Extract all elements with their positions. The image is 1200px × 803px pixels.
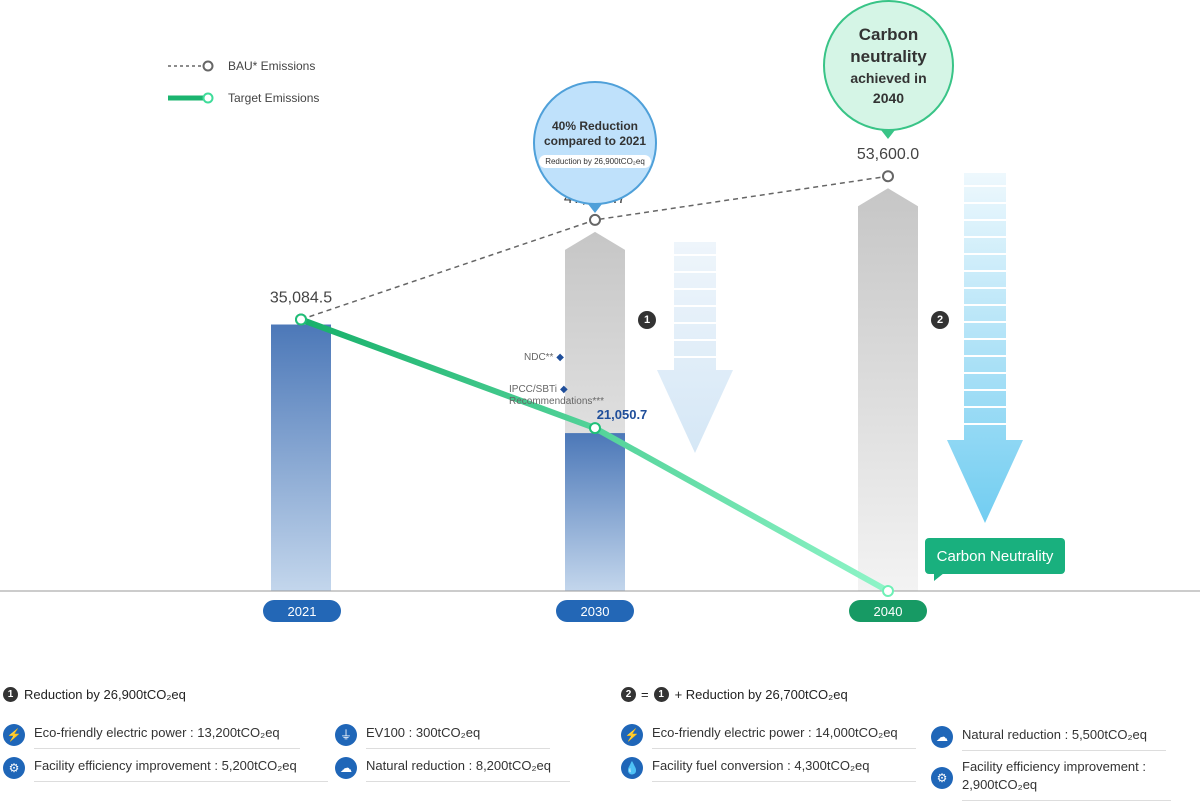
bau-value-label-2040: 53,600.0 [857,146,919,163]
section-2-number: 2 [621,687,636,702]
s1-item-1-text: Eco-friendly electric power : 13,200tCO₂… [34,720,300,749]
s2-item-3: 💧 Facility fuel conversion : 4,300tCO₂eq [621,753,916,782]
section-2-number-1: 1 [653,687,669,702]
s1-item-3-text: Facility efficiency improvement : 5,200t… [34,753,328,782]
target-bar-2021 [271,324,331,591]
s1-item-4: ☁ Natural reduction : 8,200tCO₂eq [335,753,570,782]
section-1-title-text: Reduction by 26,900tCO₂eq [24,687,186,702]
target-value-label-2030: 21,050.7 [597,407,648,422]
cloud-icon: ☁ [335,756,357,779]
legend-target: Target Emissions [168,91,319,105]
bubble-2030-title: 40% Reduction compared to 2021 [543,118,647,148]
drop-icon: 💧 [621,756,643,779]
step-2-badge: 2 [931,311,949,329]
target-point-2021 [295,313,307,326]
s2-item-1: ⚡ Eco-friendly electric power : 14,000tCO… [621,720,916,749]
gear-icon: ⚙ [3,756,25,779]
plug-icon: ⏚ [335,723,357,746]
ndc-marker-icon: ◆ [556,352,564,363]
gear-icon: ⚙ [931,766,953,789]
ndc-label: NDC** [524,352,554,363]
section-2-title: 2 = 1 + Reduction by 26,700tCO₂eq [621,687,848,702]
year-2040-badge: 2040 [849,600,927,622]
bau-point-2030 [589,213,601,226]
s2-item-3-text: Facility fuel conversion : 4,300tCO₂eq [652,753,916,782]
s2-item-2: ☁ Natural reduction : 5,500tCO₂eq [931,722,1166,751]
s2-item-1-text: Eco-friendly electric power : 14,000tCO₂… [652,720,916,749]
legend-target-label: Target Emissions [228,91,320,105]
step-1-badge: 1 [638,311,656,329]
legend-bau-marker [168,60,214,72]
s1-item-2-text: EV100 : 300tCO₂eq [366,720,550,749]
legend-target-marker [168,92,214,104]
s1-item-3: ⚙ Facility efficiency improvement : 5,200… [3,753,328,782]
bau-point-2040 [882,170,894,183]
year-2021-badge: 2021 [263,600,341,622]
target-point-2030 [589,422,601,435]
s1-item-2: ⏚ EV100 : 300tCO₂eq [335,720,550,749]
section-2-title-text: + Reduction by 26,700tCO₂eq [674,687,848,702]
bubble-2040-subtitle: achieved in 2040 [850,69,927,106]
year-2030-badge: 2030 [556,600,634,622]
lightning-icon: ⚡ [3,723,25,746]
section-1-number: 1 [3,687,18,702]
bubble-2030: 40% Reduction compared to 2021 Reduction… [533,81,657,205]
bubble-2040-title: Carbon neutrality [850,24,927,66]
s2-item-2-text: Natural reduction : 5,500tCO₂eq [962,722,1166,751]
reduction-arrow-2 [947,173,1023,523]
cloud-icon: ☁ [931,725,953,748]
carbon-neutrality-tag: Carbon Neutrality [925,538,1065,574]
bubble-2040: Carbon neutrality achieved in 2040 [823,0,954,131]
legend-bau: BAU* Emissions [168,59,315,73]
ipcc-label: IPCC/SBTi Recommendations*** [509,384,605,407]
section-1-title: 1 Reduction by 26,900tCO₂eq [3,687,186,702]
ipcc-annotation: IPCC/SBTi Recommendations*** [509,384,619,408]
target-bar-2030 [565,433,625,591]
ndc-annotation: NDC** ◆ [524,352,564,364]
section-2-equals: = [641,687,649,702]
ipcc-marker-icon: ◆ [560,384,568,395]
bau-bar-2040 [858,188,918,591]
bars-layer [271,188,918,591]
emissions-chart: 47,950.753,600.035,084.521,050.7 [0,146,1200,597]
reduction-arrow-1 [657,242,733,453]
s1-item-1: ⚡ Eco-friendly electric power : 13,200tCO… [3,720,300,749]
bubble-2030-pill: Reduction by 26,900tCO₂eq [539,154,651,168]
lines-layer [295,170,894,597]
reduction-arrows [657,173,1023,523]
bubble-2030-pointer [588,204,602,213]
s2-item-4: ⚙ Facility efficiency improvement : 2,900… [931,754,1171,801]
lightning-icon: ⚡ [621,723,643,746]
target-point-2040 [882,585,894,597]
bubble-2040-pointer [881,130,895,139]
s1-item-4-text: Natural reduction : 8,200tCO₂eq [366,753,570,782]
carbon-neutrality-pointer [934,573,944,581]
value-label-2021: 35,084.5 [270,290,332,307]
s2-item-4-text: Facility efficiency improvement : 2,900t… [962,754,1171,801]
legend-bau-label: BAU* Emissions [228,59,316,73]
